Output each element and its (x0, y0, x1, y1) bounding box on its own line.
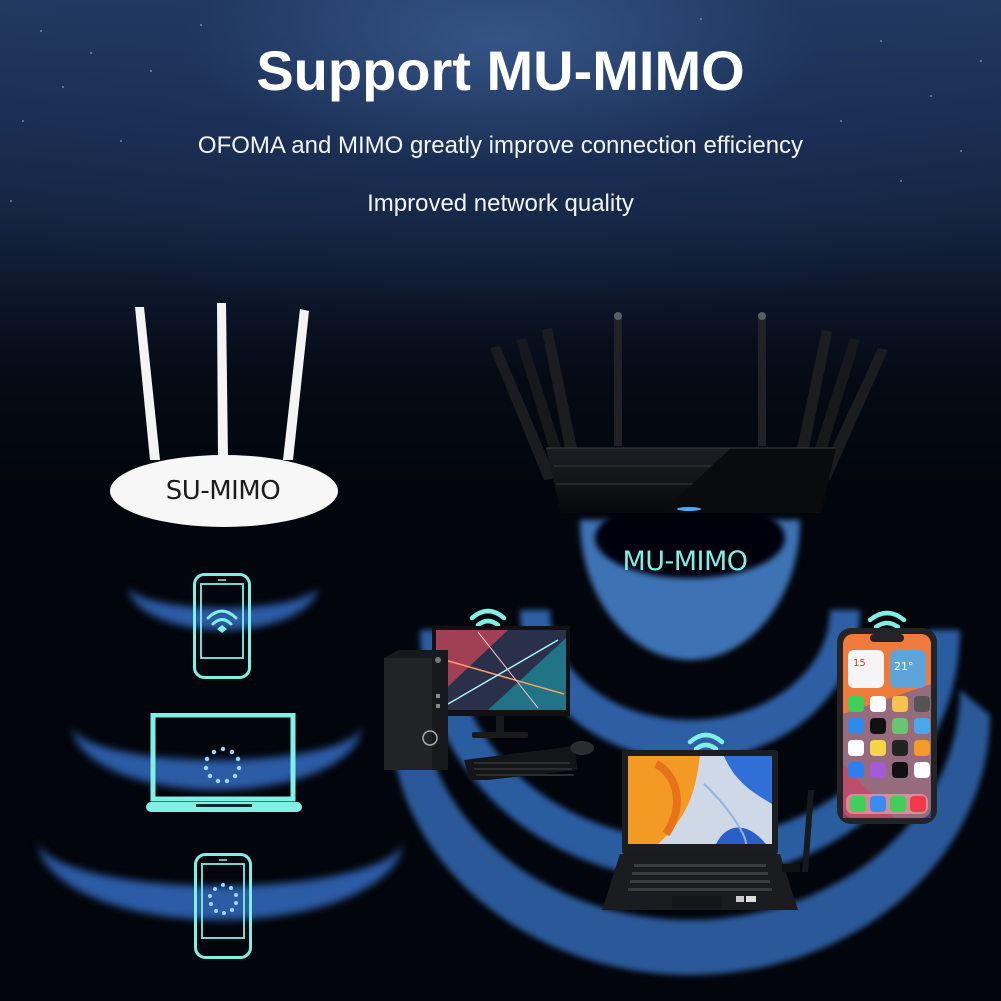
wifi-icon (206, 609, 238, 626)
mu-mimo-label: MU-MIMO (622, 546, 748, 577)
su-mimo-label: SU-MIMO (165, 476, 281, 506)
calendar-widget (848, 650, 884, 688)
svg-text:15: 15 (853, 658, 866, 669)
laptop-waiting-icon (146, 713, 302, 812)
loading-spinner-icon (203, 746, 242, 784)
dock (846, 794, 928, 814)
wifi-icon (867, 610, 907, 630)
app-icons-grid (848, 696, 930, 778)
subtitle-efficiency: OFOMA and MIMO greatly improve connectio… (197, 132, 804, 159)
loading-spinner-icon (208, 883, 238, 915)
weather-widget (890, 650, 926, 688)
wifi-icon (687, 732, 725, 752)
dell-logo-icon (422, 730, 438, 746)
status-led-icon (677, 507, 701, 511)
wifi-icon (469, 608, 507, 628)
su-mimo-router-icon (110, 303, 338, 527)
desktop-pc-icon (384, 608, 594, 780)
smartphone-waiting-icon (194, 853, 252, 959)
page-title: Support MU-MIMO (256, 39, 745, 102)
svg-text:21°: 21° (894, 660, 914, 673)
subtitle-quality: Improved network quality (367, 190, 634, 217)
smartphone-connected-icon: 15 21° (837, 610, 937, 824)
mu-mimo-router-icon (490, 312, 888, 513)
mu-mimo-signal-arcs (390, 498, 990, 975)
smartphone-connected-icon (193, 573, 251, 679)
laptop-connected-icon (602, 732, 814, 910)
